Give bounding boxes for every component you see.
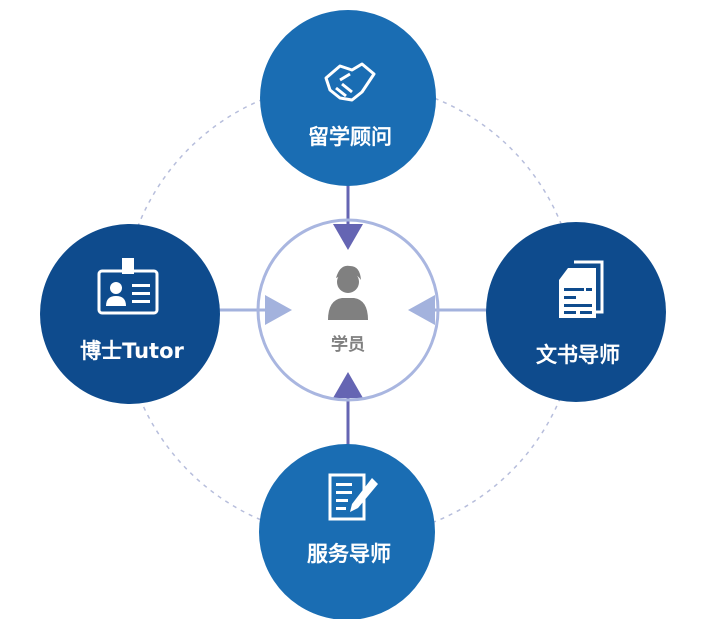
node-bottom-label: 服务导师	[307, 542, 391, 566]
node-left[interactable]: 博士Tutor	[40, 224, 220, 404]
arrow-top	[333, 224, 363, 250]
node-top[interactable]: 留学顾问	[260, 10, 436, 186]
form-pen-icon	[328, 473, 378, 521]
arrow-right	[408, 295, 435, 325]
node-bottom[interactable]: 服务导师	[259, 444, 435, 619]
arrow-left	[265, 295, 292, 325]
id-badge-icon	[97, 258, 159, 315]
node-right[interactable]: 文书导师	[486, 222, 666, 402]
documents-icon	[559, 260, 604, 318]
center-label: 学员	[331, 334, 365, 355]
node-right-label: 文书导师	[536, 343, 620, 367]
center-ring	[256, 218, 440, 402]
node-top-label: 留学顾问	[308, 125, 392, 149]
node-left-label: 博士Tutor	[80, 339, 184, 363]
student-icon	[328, 265, 368, 320]
handshake-icon	[324, 62, 376, 102]
arrow-bottom	[333, 372, 363, 398]
